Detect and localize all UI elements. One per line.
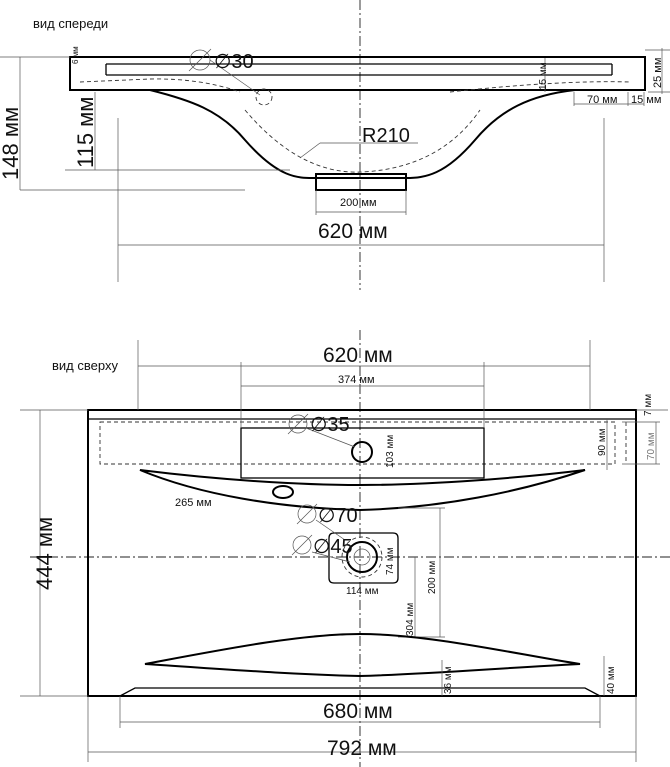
top-width-680: 680 мм [323, 700, 393, 723]
front-label-70mm: 70 мм [587, 94, 617, 106]
top-label-103: 103 мм [385, 435, 396, 468]
top-label-36: 36 мм [443, 666, 454, 694]
top-view-title: вид сверху [52, 358, 118, 373]
top-label-70: 70 мм [646, 432, 657, 460]
front-drain-block [315, 173, 407, 191]
top-leader-70 [315, 519, 346, 541]
top-hidden-rim [99, 421, 616, 465]
front-radius-label: R210 [362, 125, 410, 147]
top-view: вид сверху ∅35 103 мм 265 мм [20, 330, 670, 767]
top-hole-45: ∅45 [313, 536, 353, 558]
top-diameter-symbol-45 [292, 535, 312, 555]
top-drain-outer [346, 541, 378, 573]
top-drain-recess [328, 532, 399, 584]
top-width-792: 792 мм [327, 737, 397, 760]
front-hidden-edge [79, 78, 631, 93]
top-body-outline [87, 409, 637, 697]
top-label-114: 114 мм [346, 586, 379, 597]
top-leader-45 [311, 551, 351, 563]
top-diameter-symbol-70 [297, 504, 317, 524]
front-width-200: 200 мм [340, 197, 377, 209]
top-diameter-symbol-35 [288, 414, 308, 434]
top-faucet-deck [240, 427, 485, 479]
top-drain-70 [341, 536, 383, 578]
top-bowl-front-lip [139, 469, 586, 512]
front-label-15mm-vertical: 15 мм [538, 62, 549, 90]
top-label-74: 74 мм [385, 547, 396, 575]
top-label-40: 40 мм [606, 666, 617, 694]
front-label-6mm: 6 мм [71, 46, 80, 64]
top-leader-35 [305, 427, 356, 448]
front-view-title: вид спереди [33, 16, 108, 31]
front-bowl-outline [149, 89, 576, 180]
top-label-7mm: 7 мм [643, 394, 654, 416]
front-countertop [69, 56, 646, 91]
front-label-15mm-horizontal: 15 мм [631, 94, 661, 106]
front-leader-30 [209, 59, 261, 96]
top-hole-35: ∅35 [310, 414, 350, 436]
top-width-374: 374 мм [338, 374, 375, 386]
top-bowl-back-lip [144, 632, 581, 678]
front-overflow-hole [255, 88, 273, 106]
front-width-620: 620 мм [318, 220, 388, 243]
top-front-apron [119, 687, 601, 697]
top-label-90: 90 мм [597, 428, 608, 456]
top-label-304: 304 мм [405, 603, 416, 636]
top-overflow-hole [272, 485, 294, 499]
top-depth-444: 444 мм [32, 517, 57, 590]
top-faucet-hole [351, 441, 373, 463]
top-label-265: 265 мм [175, 497, 212, 509]
front-hole-label: ∅30 [214, 51, 254, 73]
front-label-25mm: 25 мм [652, 58, 664, 88]
top-drain-inner [353, 548, 371, 566]
front-radius-arc [244, 109, 481, 173]
top-label-200: 200 мм [427, 561, 438, 594]
top-width-620: 620 мм [323, 344, 393, 367]
front-height-148: 148 мм [0, 107, 23, 180]
front-height-115: 115 мм [73, 97, 98, 168]
top-hole-70: ∅70 [318, 505, 358, 527]
front-view: вид спереди ∅30 R210 6 мм 15 мм [0, 0, 670, 290]
